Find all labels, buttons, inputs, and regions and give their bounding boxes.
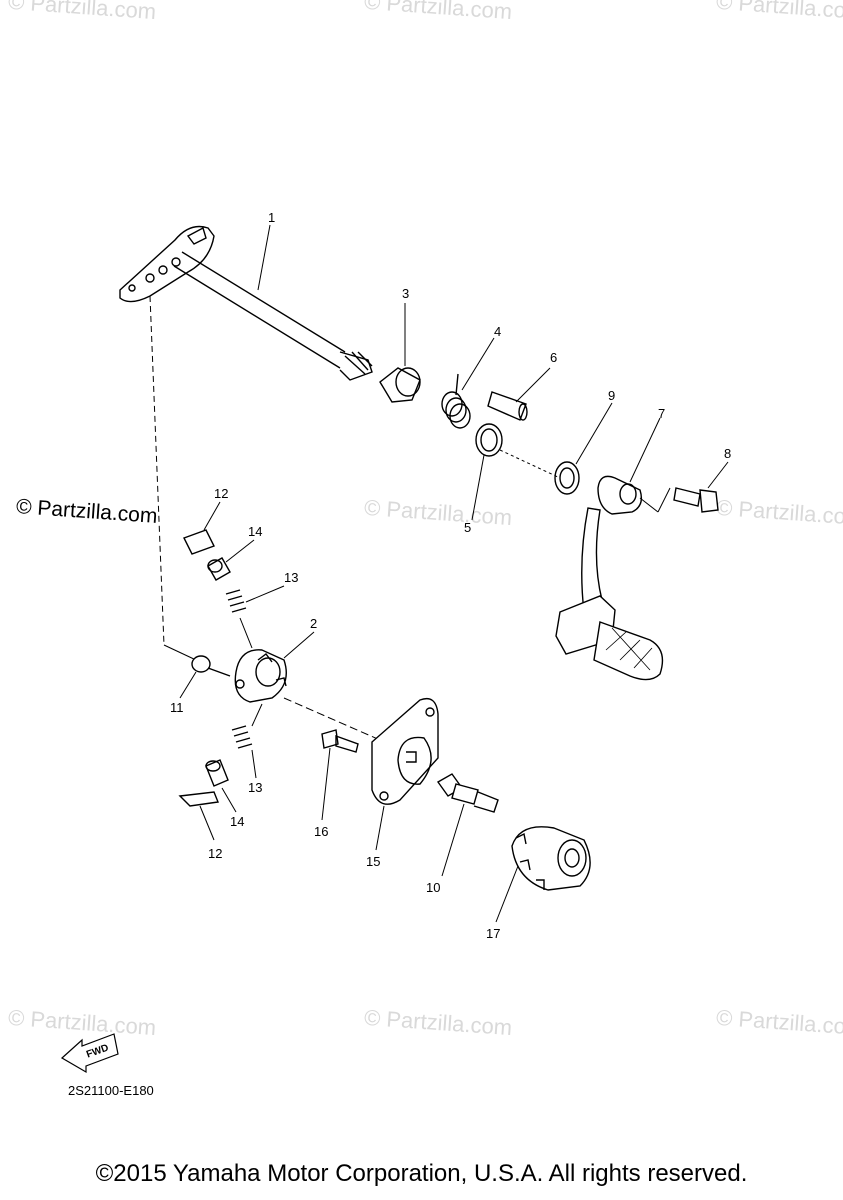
pin-top [207,539,255,581]
segment-bolt [436,773,499,877]
copyright-notice: ©2015 Yamaha Motor Corporation, U.S.A. A… [95,1160,748,1187]
callout-9: 9 [608,388,615,403]
collar [379,303,421,403]
callout-10: 10 [426,880,440,895]
callout-11: 11 [170,700,184,715]
shift-arm [234,631,381,741]
stopper-bottom [178,791,219,841]
callout-16: 16 [314,824,328,839]
callout-15: 15 [366,854,380,869]
pin [487,367,551,421]
oil-seal [554,402,613,495]
callout-4: 4 [494,324,501,339]
callout-12-top: 12 [214,486,228,501]
callout-12-bottom: 12 [208,846,222,861]
callout-17: 17 [486,926,500,941]
segment-plate [371,697,439,851]
callout-13-bottom: 13 [248,780,262,795]
callout-1: 1 [268,210,275,225]
shift-shaft-bolt [179,655,231,699]
callout-14-top: 14 [248,524,262,539]
plate-bolt [321,729,359,821]
segment-drum [495,826,591,923]
washer [471,423,561,521]
callout-8: 8 [724,446,731,461]
callout-5: 5 [464,520,471,535]
pedal-bolt [673,461,729,513]
callout-2: 2 [310,616,317,631]
spring-bottom [231,703,263,779]
callout-3: 3 [402,286,409,301]
callout-14-bottom: 14 [230,814,244,829]
stopper-top [183,501,221,555]
spring [441,337,495,429]
shift-pedal [555,417,671,681]
callout-7: 7 [658,406,665,421]
pin-bottom [205,759,237,813]
callout-6: 6 [550,350,557,365]
spring-top [225,585,285,613]
shift-shaft [119,224,373,381]
callout-13-top: 13 [284,570,298,585]
diagram-code: 2S21100-E180 [68,1083,154,1098]
forward-arrow-icon [60,1033,119,1074]
